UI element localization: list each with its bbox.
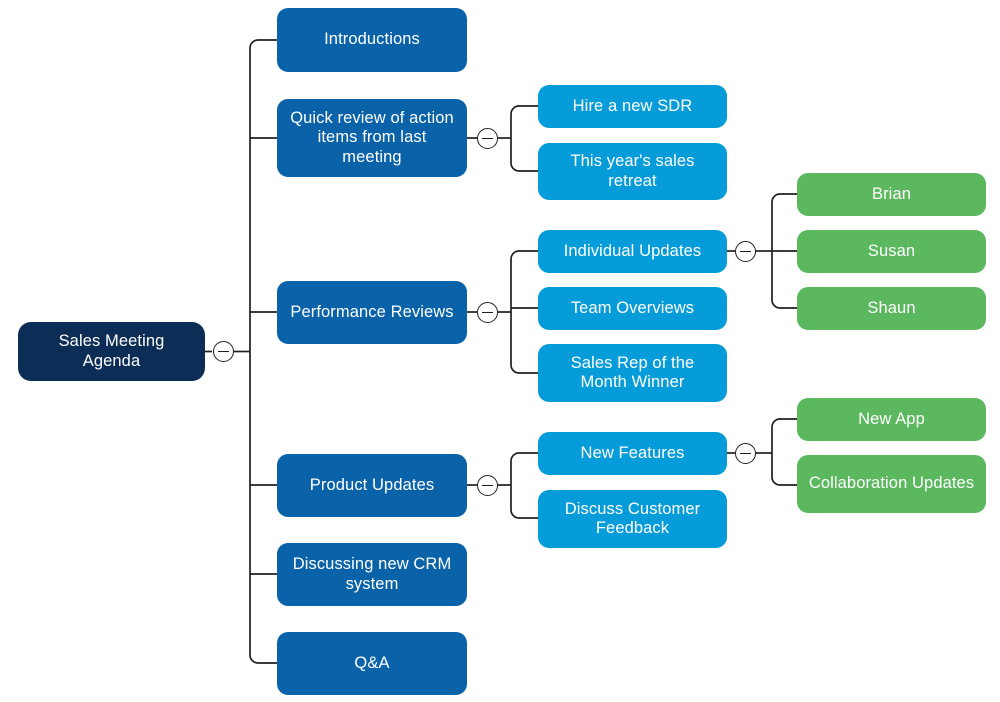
toggle-product-updates[interactable] [477, 475, 498, 496]
node-label: Introductions [324, 30, 420, 49]
node-performance-reviews[interactable]: Performance Reviews [277, 281, 467, 344]
node-team-overviews[interactable]: Team Overviews [538, 287, 727, 330]
node-brian[interactable]: Brian [797, 173, 986, 216]
node-collaboration-updates[interactable]: Collaboration Updates [797, 455, 986, 513]
node-label: New Features [580, 443, 685, 462]
node-hire-a-new-sdr[interactable]: Hire a new SDR [538, 85, 727, 128]
node-label: This year's sales retreat [570, 152, 695, 190]
node-susan[interactable]: Susan [797, 230, 986, 273]
node-label: Hire a new SDR [572, 96, 693, 115]
node-label: Performance Reviews [290, 302, 454, 321]
node-shaun[interactable]: Shaun [797, 287, 986, 330]
node-label: Individual Updates [563, 241, 702, 260]
node-label: Product Updates [309, 475, 435, 494]
node-quick-review[interactable]: Quick review of action items from last m… [277, 99, 467, 177]
node-crm-system[interactable]: Discussing new CRM system [277, 543, 467, 606]
toggle-performance-reviews[interactable] [477, 302, 498, 323]
node-individual-updates[interactable]: Individual Updates [538, 230, 727, 273]
node-label: Sales Rep of the Month Winner [570, 353, 695, 391]
node-sales-retreat[interactable]: This year's sales retreat [538, 143, 727, 200]
toggle-quick-review[interactable] [477, 128, 498, 149]
node-label: Collaboration Updates [808, 474, 975, 493]
toggle-root[interactable] [213, 341, 234, 362]
node-label: Shaun [867, 298, 916, 317]
node-product-updates[interactable]: Product Updates [277, 454, 467, 517]
node-sales-rep-of-the-month-winner[interactable]: Sales Rep of the Month Winner [538, 344, 727, 402]
node-label: Team Overviews [570, 298, 695, 317]
node-introductions[interactable]: Introductions [277, 8, 467, 72]
node-label: Discuss Customer Feedback [564, 499, 701, 537]
node-label: Susan [867, 241, 916, 260]
node-new-features[interactable]: New Features [538, 432, 727, 475]
toggle-individual-updates[interactable] [735, 241, 756, 262]
node-qa[interactable]: Q&A [277, 632, 467, 695]
node-new-app[interactable]: New App [797, 398, 986, 441]
node-label: Sales Meeting Agenda [58, 332, 165, 370]
node-discuss-customer-feedback[interactable]: Discuss Customer Feedback [538, 490, 727, 548]
node-label: New App [858, 409, 925, 428]
node-label: Q&A [354, 653, 390, 672]
node-label: Quick review of action items from last m… [290, 108, 454, 166]
node-label: Brian [871, 184, 912, 203]
node-root-sales-meeting-agenda[interactable]: Sales Meeting Agenda [18, 322, 205, 381]
toggle-new-features[interactable] [735, 443, 756, 464]
node-label: Discussing new CRM system [292, 555, 452, 593]
